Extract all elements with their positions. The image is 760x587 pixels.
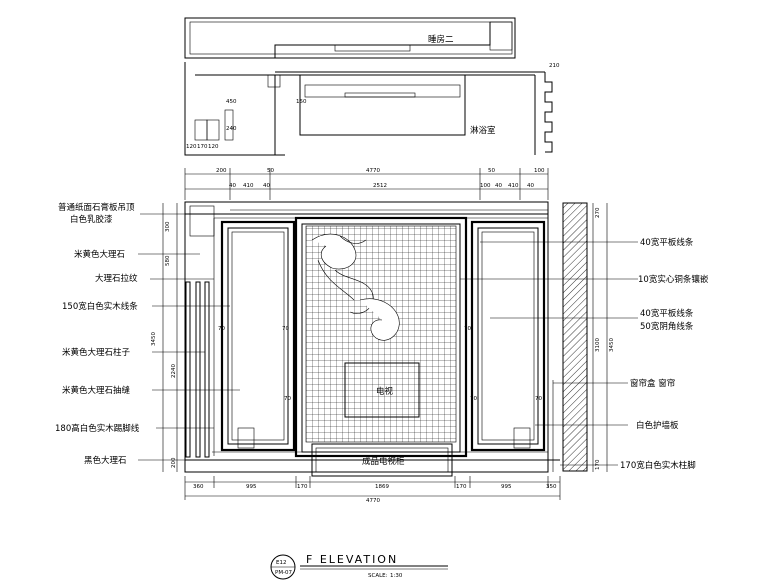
top-dim-40-c: 40 — [495, 183, 502, 189]
label-marble-texture: 大理石拉纹 — [95, 273, 138, 284]
badge-sheet: PM-07 — [275, 570, 293, 576]
top-dim-50-right: 50 — [488, 168, 495, 174]
label-40-flat-trim-2: 40宽平板线条 — [640, 308, 694, 319]
top-dim-overall: 4770 — [366, 168, 380, 174]
scale-label: SCALE: — [368, 573, 388, 579]
plan-dim-bottom-2: 170 — [197, 144, 208, 150]
top-dimensions: 200 50 4770 50 100 40 410 40 2512 100 40… — [184, 168, 549, 200]
room-label-shower: 淋浴室 — [470, 125, 496, 136]
badge-number: E12 — [276, 560, 286, 566]
label-beige-marble-column: 米黄色大理石柱子 — [62, 347, 131, 358]
inner-dim-5: 70 — [282, 326, 289, 332]
top-dim-410-a: 410 — [243, 183, 254, 189]
left-vdim-300: 300 — [165, 221, 171, 232]
cabinet-label: 成品电视柜 — [362, 456, 405, 467]
top-dim-50-left: 50 — [267, 168, 274, 174]
top-dim-40-a: 40 — [229, 183, 236, 189]
bottom-dim-170-b: 170 — [456, 484, 467, 490]
plan-dim-left-1: 450 — [226, 99, 237, 105]
right-vdim-3450: 3450 — [609, 338, 615, 352]
room-label-bedroom2: 睡房二 — [428, 34, 454, 45]
left-vdim-580: 580 — [165, 255, 171, 266]
label-white-latex: 白色乳胶漆 — [70, 214, 113, 225]
inner-dim-6: 70 — [470, 396, 477, 402]
top-dim-40-b: 40 — [263, 183, 270, 189]
drawing-title: F ELEVATION — [306, 553, 398, 566]
label-white-wall-panel: 白色护墙板 — [636, 420, 679, 431]
inner-dim-1: 70 — [218, 326, 225, 332]
label-50-corner-trim: 50宽阴角线条 — [640, 321, 694, 332]
left-annotations: 普通纸面石膏板吊顶 白色乳胶漆 米黄色大理石 大理石拉纹 150宽白色实木线条 … — [55, 202, 240, 466]
label-marble-joint: 米黄色大理石抽缝 — [62, 385, 131, 396]
inner-dim-2: 70 — [284, 396, 291, 402]
left-vertical-dims: 300 580 3450 2240 200 — [151, 203, 178, 472]
label-black-marble: 黑色大理石 — [84, 455, 127, 466]
inner-dim-4: 70 — [535, 396, 542, 402]
inner-dim-3: 70 — [464, 326, 471, 332]
bottom-dim-995-a: 995 — [246, 484, 257, 490]
label-curtain-box: 窗帘盒 窗帘 — [630, 378, 675, 389]
label-170-column-base: 170宽白色实木柱脚 — [620, 460, 696, 471]
top-dim-410-b: 410 — [508, 183, 519, 189]
bottom-dim-overall: 4770 — [366, 498, 380, 504]
right-vdim-270: 270 — [595, 207, 601, 218]
plan-dim-right-1: 210 — [549, 63, 560, 69]
bottom-dim-350: 350 — [546, 484, 557, 490]
tv-label: 电视 — [376, 386, 394, 397]
title-block: E12 PM-07 F ELEVATION SCALE: 1:30 — [270, 553, 448, 580]
plan-dim-inner: 150 — [296, 99, 307, 105]
scale-value: 1:30 — [390, 573, 403, 579]
top-dim-40-d: 40 — [527, 183, 534, 189]
bottom-dim-170-a: 170 — [297, 484, 308, 490]
bottom-dim-995-b: 995 — [501, 484, 512, 490]
right-vdim-3100: 3100 — [595, 338, 601, 352]
left-vdim-3450: 3450 — [151, 332, 157, 346]
left-vdim-200: 200 — [171, 457, 177, 468]
top-dim-200: 200 — [216, 168, 227, 174]
bottom-dimensions: 360 995 170 1869 170 995 350 4770 — [184, 476, 561, 504]
left-vdim-2240: 2240 — [171, 364, 177, 378]
bottom-dim-360: 360 — [193, 484, 204, 490]
top-dim-100: 100 — [534, 168, 545, 174]
elevation-view: 电视 成品电视柜 70 70 70 70 70 70 — [184, 201, 588, 477]
plan-view: 睡房二 淋浴室 210 450 240 120 170 120 150 — [184, 17, 560, 156]
bottom-dim-1869: 1869 — [375, 484, 389, 490]
right-vdim-170: 170 — [595, 459, 601, 470]
plan-dim-left-2: 240 — [226, 126, 237, 132]
label-gypsum-ceiling: 普通纸面石膏板吊顶 — [58, 202, 135, 213]
label-beige-marble: 米黄色大理石 — [74, 249, 125, 260]
label-40-flat-trim-1: 40宽平板线条 — [640, 237, 694, 248]
right-annotations: 40宽平板线条 10宽实心铜条镶嵌 40宽平板线条 50宽阴角线条 窗帘盒 窗帘… — [460, 237, 709, 471]
label-150-white-wood: 150宽白色实木线条 — [62, 301, 138, 312]
label-180-skirting: 180高白色实木踢脚线 — [55, 423, 140, 434]
right-vertical-dims: 270 3100 3450 170 — [592, 203, 615, 472]
plan-dim-bottom-3: 120 — [208, 144, 219, 150]
label-10-copper-strip: 10宽实心铜条镶嵌 — [638, 274, 709, 285]
plan-dim-bottom-1: 120 — [186, 144, 197, 150]
top-dim-100-b: 100 — [480, 183, 491, 189]
top-dim-2512: 2512 — [373, 183, 387, 189]
